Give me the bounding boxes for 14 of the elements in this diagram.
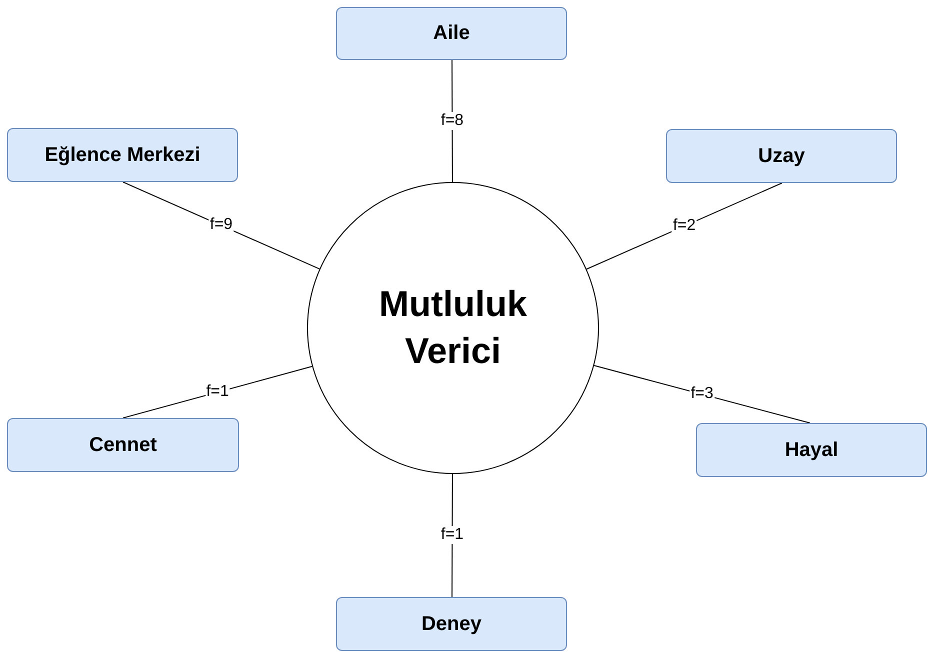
edge-label: f=1 — [440, 526, 465, 544]
connector-line — [586, 182, 782, 270]
topic-box: Hayal — [696, 423, 927, 477]
topic-box: Aile — [336, 7, 567, 60]
topic-box: Cennet — [7, 418, 239, 472]
connector-line — [122, 182, 320, 270]
edge-label: f=8 — [440, 112, 465, 130]
edge-label: f=9 — [208, 216, 234, 234]
topic-box: Eğlence Merkezi — [7, 128, 238, 182]
topic-box: Uzay — [666, 129, 897, 183]
topic-box: Deney — [336, 597, 567, 651]
connector-line — [122, 366, 313, 418]
topic-circle: Mutluluk Verici — [307, 182, 599, 474]
connector-line — [594, 365, 810, 424]
